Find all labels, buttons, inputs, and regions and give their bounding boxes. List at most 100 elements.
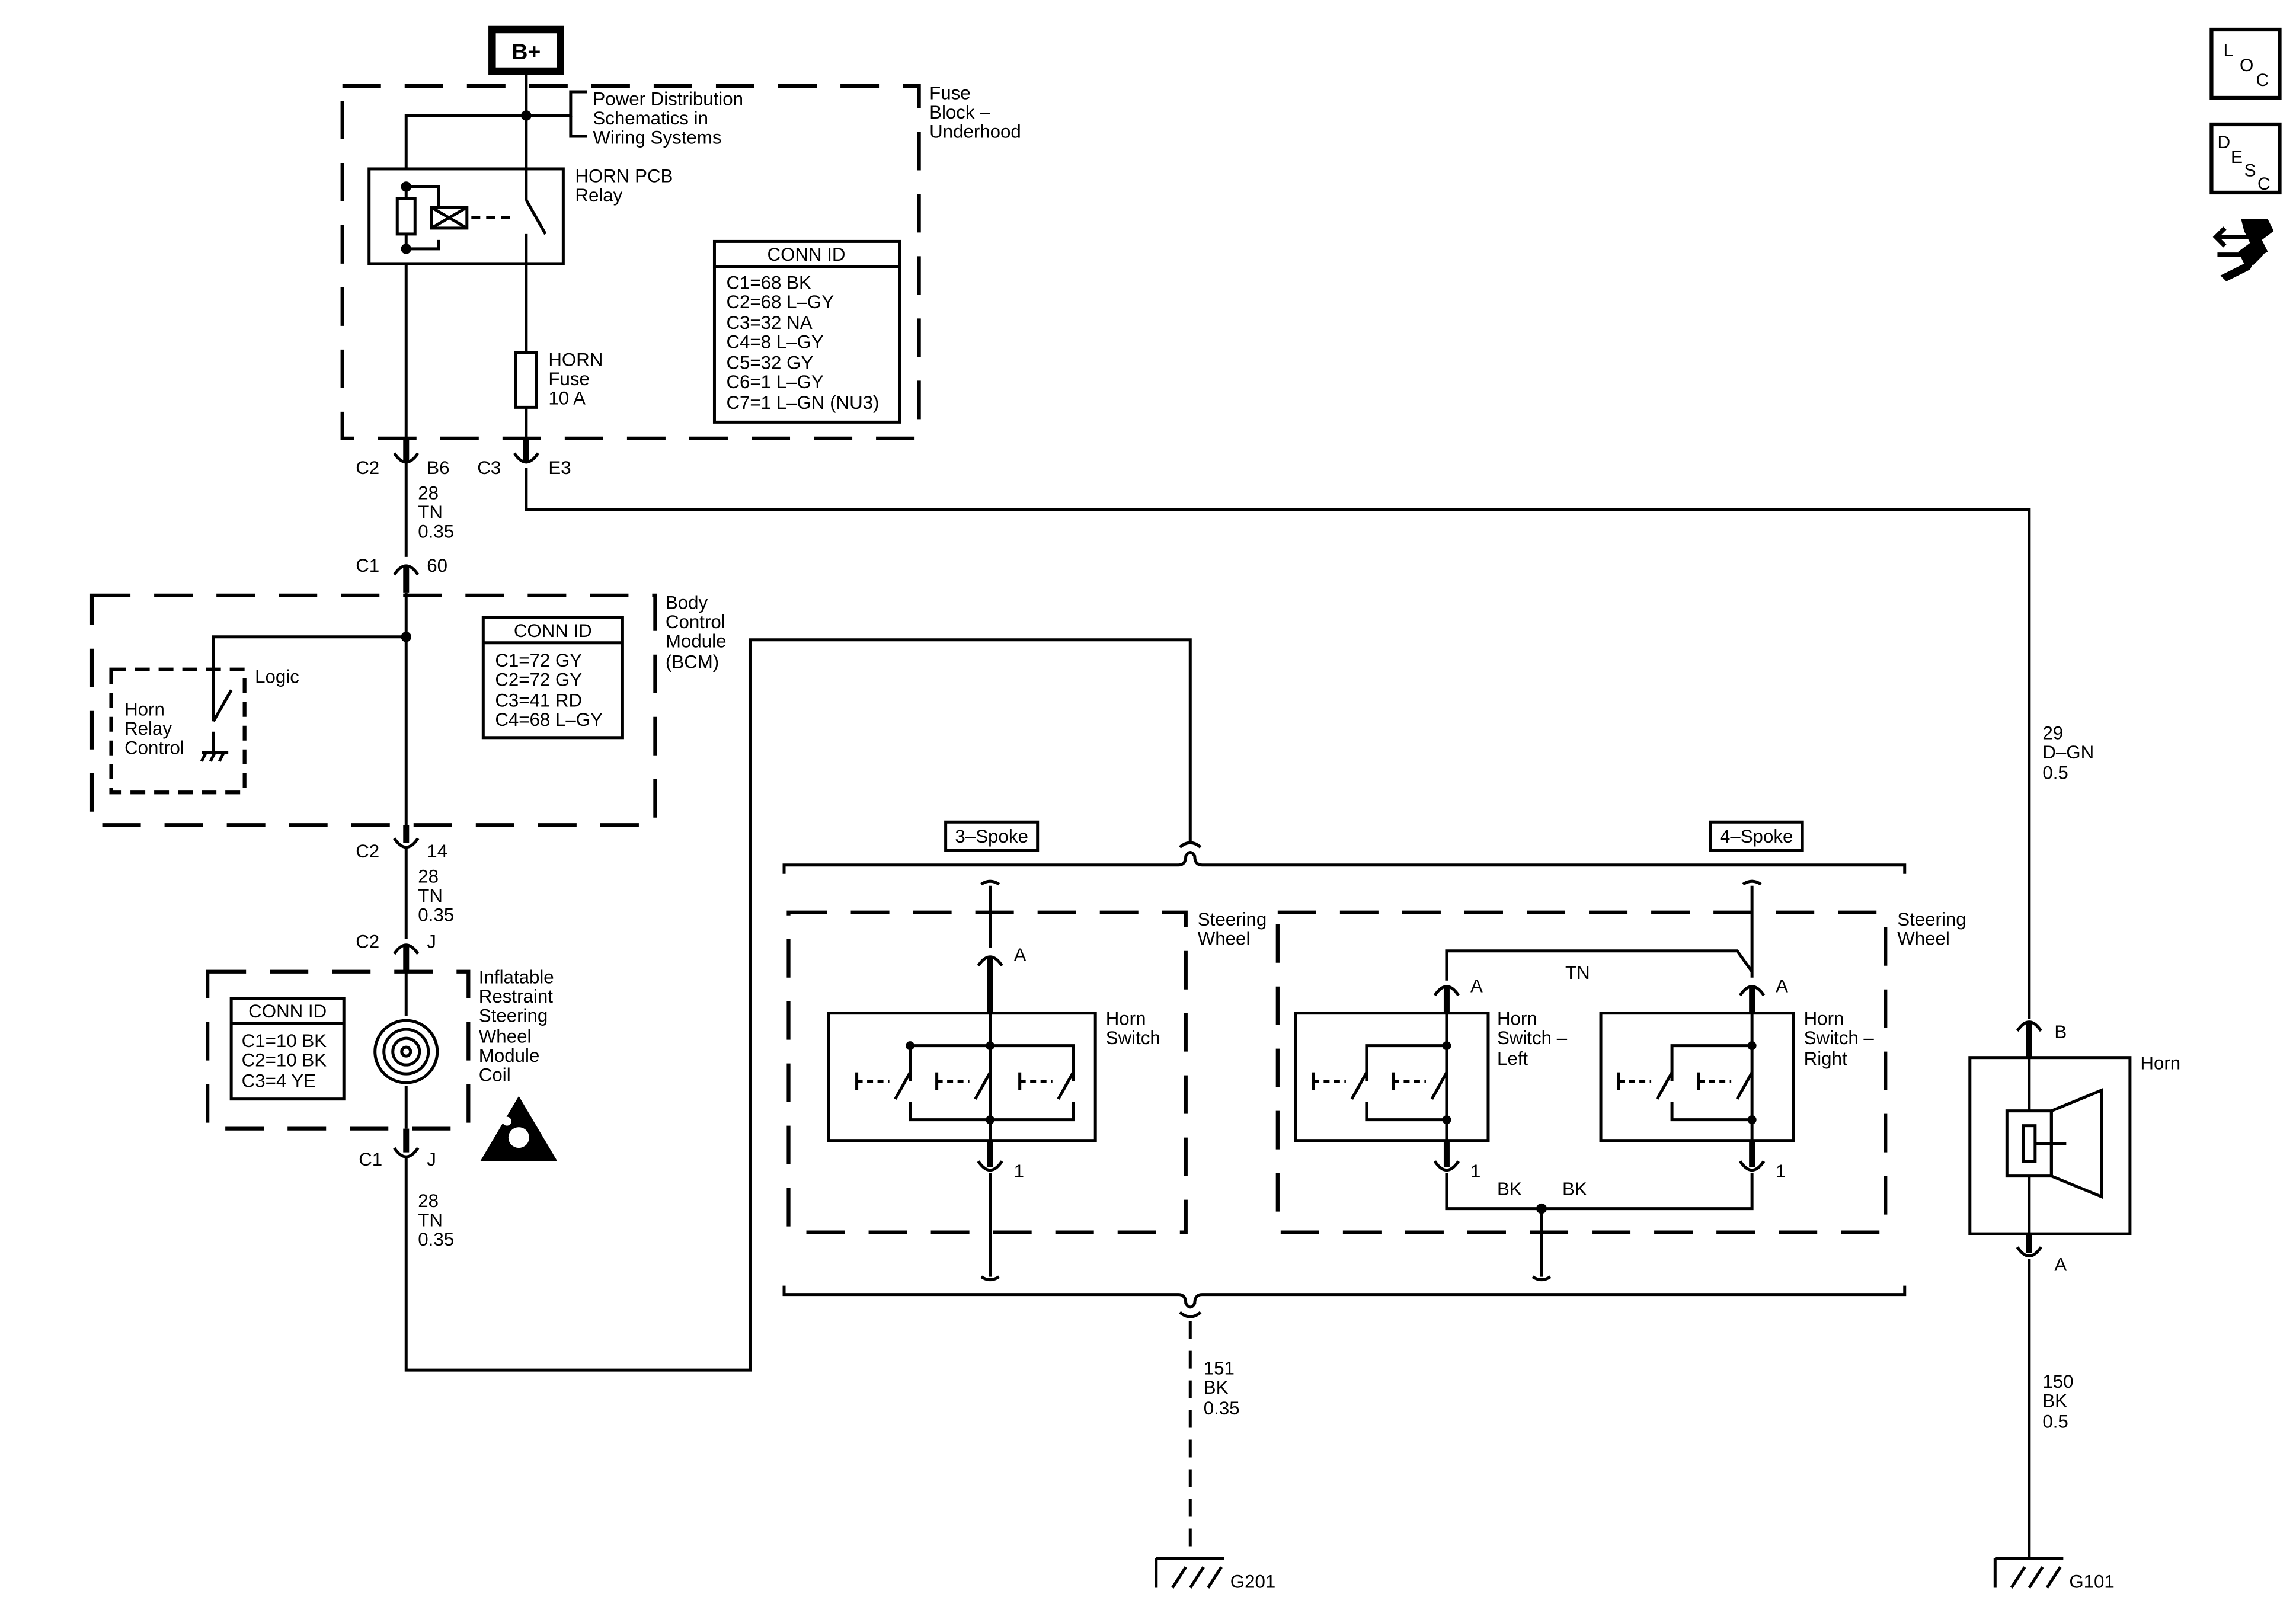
steering-wheel-module-coil: Inflatable Restraint Steering Wheel Modu… [206, 967, 554, 1131]
svg-text:TN: TN [1565, 962, 1590, 983]
ground-g201: G201 [1155, 1557, 1275, 1592]
svg-text:S: S [2244, 161, 2256, 180]
svg-text:B: B [2054, 1022, 2067, 1042]
svg-text:C2=72 GY: C2=72 GY [495, 669, 582, 690]
svg-text:G201: G201 [1230, 1571, 1275, 1592]
svg-text:TN: TN [418, 885, 443, 906]
svg-text:CONN ID: CONN ID [768, 244, 846, 265]
svg-text:150: 150 [2042, 1371, 2073, 1392]
svg-text:Power Distribution: Power Distribution [593, 88, 743, 109]
bcm-internal-wiring [212, 592, 412, 830]
connector-c2-j: C2 J [356, 932, 436, 972]
svg-text:Logic: Logic [255, 666, 299, 687]
connector-c2-14: C2 14 [356, 825, 447, 862]
option-brace-bottom [782, 1285, 1907, 1318]
svg-text:0.35: 0.35 [418, 1229, 454, 1250]
svg-text:Wheel: Wheel [1198, 929, 1251, 949]
svg-text:C2: C2 [356, 841, 379, 862]
svg-text:Control: Control [666, 612, 725, 632]
svg-text:(BCM): (BCM) [666, 651, 719, 672]
svg-text:Relay: Relay [575, 185, 622, 206]
svg-text:A: A [1776, 976, 1788, 997]
svg-text:A: A [1470, 976, 1483, 997]
svg-text:Block –: Block – [929, 102, 990, 123]
svg-text:CONN ID: CONN ID [248, 1001, 327, 1022]
svg-text:Schematics in: Schematics in [593, 108, 708, 129]
horn-relay-control-logic: Logic Horn Relay Control [109, 666, 299, 795]
ground-wire-150: 150 BK 0.5 [2028, 1259, 2073, 1558]
svg-text:BK: BK [1204, 1377, 1229, 1398]
loc-icon[interactable]: L O C [2209, 27, 2282, 100]
svg-text:C: C [2257, 174, 2271, 194]
svg-text:151: 151 [1204, 1358, 1235, 1379]
fuse-block-wiring [404, 71, 532, 444]
svg-text:28: 28 [418, 1190, 439, 1211]
desc-icon[interactable]: D E S C [2209, 122, 2282, 195]
svg-text:Switch: Switch [1106, 1028, 1160, 1048]
svg-text:BK: BK [1562, 1179, 1587, 1199]
svg-text:C4=68 L–GY: C4=68 L–GY [495, 709, 603, 730]
svg-text:C2=68 L–GY: C2=68 L–GY [726, 292, 834, 312]
svg-text:0.35: 0.35 [1204, 1398, 1240, 1419]
wire-tn-2: 28 TN 0.35 [404, 847, 454, 939]
svg-text:TN: TN [418, 1210, 443, 1231]
svg-text:Horn: Horn [1497, 1009, 1537, 1029]
svg-text:C3: C3 [477, 457, 501, 478]
svg-text:C1=72 GY: C1=72 GY [495, 650, 582, 671]
svg-text:Coil: Coil [479, 1065, 511, 1086]
svg-text:A: A [2054, 1254, 2067, 1275]
airbag-warning-icon [480, 1096, 558, 1161]
svg-text:Wheel: Wheel [479, 1026, 532, 1047]
svg-text:C3=32 NA: C3=32 NA [726, 312, 812, 333]
svg-text:1: 1 [1470, 1161, 1480, 1182]
horn-pcb-relay: HORN PCB Relay [367, 165, 673, 265]
svg-text:E3: E3 [548, 457, 571, 478]
svg-text:0.5: 0.5 [2042, 1411, 2068, 1432]
horn-switch-3-spoke: Horn Switch [827, 1009, 1160, 1142]
svg-text:C1: C1 [359, 1149, 382, 1170]
svg-text:C2: C2 [356, 932, 379, 952]
svg-text:0.35: 0.35 [418, 521, 454, 542]
svg-text:C5=32 GY: C5=32 GY [726, 352, 813, 373]
svg-text:C1=10 BK: C1=10 BK [242, 1030, 327, 1051]
ground-wire-151: 151 BK 0.35 [1188, 1321, 1240, 1558]
svg-text:14: 14 [427, 841, 447, 862]
svg-text:0.5: 0.5 [2042, 763, 2068, 783]
svg-text:TN: TN [418, 502, 443, 523]
svg-text:Module: Module [479, 1045, 540, 1066]
svg-text:L: L [2223, 41, 2233, 60]
svg-text:J: J [427, 932, 436, 952]
troubleshoot-icon[interactable] [2212, 219, 2274, 281]
horn-feed-wire-label: 29 D–GN 0.5 [2042, 722, 2094, 783]
horn-switch-right: Horn Switch – Right [1599, 1009, 1875, 1142]
horn-feed-wire [525, 468, 2031, 1019]
svg-text:28: 28 [418, 866, 439, 887]
svg-text:60: 60 [427, 555, 447, 576]
svg-text:10 A: 10 A [548, 388, 586, 408]
svg-text:1: 1 [1776, 1161, 1786, 1182]
svg-text:J: J [427, 1149, 436, 1170]
svg-text:Wheel: Wheel [1897, 929, 1950, 949]
svg-text:29: 29 [2042, 722, 2063, 743]
svg-text:Body: Body [666, 592, 708, 613]
horn: Horn B A [1968, 1020, 2180, 1275]
wire-tn-3: 28 TN 0.35 [404, 638, 1192, 1372]
svg-text:Wiring Systems: Wiring Systems [593, 127, 721, 148]
svg-text:HORN PCB: HORN PCB [575, 165, 673, 186]
svg-text:Left: Left [1497, 1048, 1528, 1069]
svg-text:Fuse: Fuse [929, 82, 971, 103]
svg-text:C1=68 BK: C1=68 BK [726, 272, 811, 293]
svg-text:C3=41 RD: C3=41 RD [495, 690, 582, 710]
svg-text:G101: G101 [2069, 1571, 2114, 1592]
svg-text:Underhood: Underhood [929, 121, 1021, 142]
svg-text:Switch –: Switch – [1804, 1028, 1875, 1048]
svg-text:Right: Right [1804, 1048, 1847, 1069]
svg-text:Inflatable: Inflatable [479, 967, 554, 988]
svg-text:4–Spoke: 4–Spoke [1720, 826, 1793, 847]
svg-text:A: A [1014, 945, 1027, 965]
svg-text:1: 1 [1014, 1161, 1024, 1182]
svg-text:CONN ID: CONN ID [514, 620, 592, 641]
power-distribution-reference: Power Distribution Schematics in Wiring … [526, 88, 743, 148]
svg-text:Steering: Steering [1897, 909, 1966, 930]
